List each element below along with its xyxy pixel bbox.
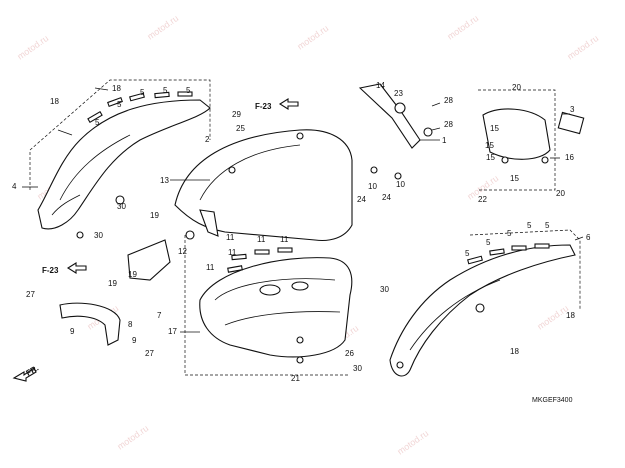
callout-5d: 5	[163, 86, 168, 95]
small-brackets	[59, 230, 195, 346]
ref-arrow-left: F-23	[42, 262, 87, 275]
watermark-text: motod.ru	[115, 423, 150, 452]
callout-29: 29	[232, 110, 241, 119]
callout-12: 12	[178, 247, 187, 256]
strut-bracket-box	[29, 79, 211, 190]
right-strut-box	[469, 229, 581, 310]
callout-5b: 5	[117, 100, 122, 109]
callout-24a: 24	[357, 195, 366, 204]
left-fender-strut	[37, 91, 211, 239]
callout-10a: 10	[368, 182, 377, 191]
callout-16: 16	[565, 153, 574, 162]
callout-2: 2	[205, 135, 210, 144]
callout-5i: 5	[545, 221, 550, 230]
callout-18d: 18	[510, 347, 519, 356]
callout-17: 17	[168, 327, 177, 336]
callout-30d: 30	[353, 364, 362, 373]
callout-28b: 28	[444, 120, 453, 129]
callout-18c: 18	[566, 311, 575, 320]
inner-fender	[199, 247, 353, 364]
front-label: FR.	[25, 363, 41, 377]
callout-30c: 30	[380, 285, 389, 294]
callout-1: 1	[442, 136, 447, 145]
callout-13: 13	[160, 176, 169, 185]
callout-11c: 11	[280, 235, 289, 244]
callout-23: 23	[394, 89, 403, 98]
rear-fender	[174, 129, 353, 242]
callout-15d: 15	[510, 174, 519, 183]
ref-label: F-23	[42, 266, 59, 275]
callout-19c: 19	[128, 270, 137, 279]
ref-arrow-top: F-23	[255, 98, 299, 111]
callout-18b: 18	[50, 97, 59, 106]
callout-11d: 11	[228, 248, 237, 257]
callout-5c: 5	[140, 88, 145, 97]
callout-5a: 5	[95, 118, 100, 127]
watermark-text: motod.ru	[145, 13, 180, 42]
callout-15a: 15	[490, 124, 499, 133]
front-arrow: FR.	[12, 363, 41, 382]
watermark-text: motod.ru	[565, 33, 600, 62]
callout-20a: 20	[512, 83, 521, 92]
watermark-text: motod.ru	[15, 33, 50, 62]
callout-14: 14	[376, 81, 385, 90]
callout-27b: 27	[145, 349, 154, 358]
callout-4: 4	[12, 182, 17, 191]
callout-21: 21	[291, 374, 300, 383]
callout-20b: 20	[556, 189, 565, 198]
watermark-text: motod.ru	[295, 23, 330, 52]
right-fender-strut	[389, 243, 576, 377]
callout-11a: 11	[226, 233, 235, 242]
callout-24b: 24	[382, 193, 391, 202]
callout-18a: 18	[112, 84, 121, 93]
license-bracket	[358, 83, 433, 180]
callout-28a: 28	[444, 96, 453, 105]
tail-light	[482, 108, 585, 164]
callout-30a: 30	[117, 202, 126, 211]
callout-5e: 5	[186, 86, 191, 95]
callout-15b: 15	[485, 141, 494, 150]
watermark-text: motod.ru	[395, 428, 430, 457]
callout-7: 7	[157, 311, 162, 320]
callout-11e: 11	[206, 263, 215, 272]
callout-27a: 27	[26, 290, 35, 299]
callout-5j: 5	[465, 249, 470, 258]
callout-3: 3	[570, 105, 575, 114]
callout-5f: 5	[486, 238, 491, 247]
callout-8: 8	[128, 320, 133, 329]
callout-9a: 9	[70, 327, 75, 336]
callout-30b: 30	[94, 231, 103, 240]
watermark-text: motod.ru	[445, 13, 480, 42]
callout-9b: 9	[132, 336, 137, 345]
callout-10b: 10	[396, 180, 405, 189]
diagram-code: MKGEF3400	[532, 397, 573, 404]
ref-label: F-23	[255, 102, 272, 111]
tail-light-box	[478, 89, 556, 191]
callout-11b: 11	[257, 235, 266, 244]
callout-25: 25	[236, 124, 245, 133]
callout-19b: 19	[108, 279, 117, 288]
inner-fender-box	[184, 235, 350, 376]
callout-19a: 19	[150, 211, 159, 220]
callout-6: 6	[586, 233, 591, 242]
callout-22: 22	[478, 195, 487, 204]
callout-5g: 5	[507, 229, 512, 238]
callout-26: 26	[345, 349, 354, 358]
callout-15c: 15	[486, 153, 495, 162]
leader-lines	[22, 87, 584, 333]
callout-5h: 5	[527, 221, 532, 230]
callout-numbers: 1 2 3 4 5 5 5 5 5 5 5 5 5 5 6 7 8 9 9 10…	[12, 81, 591, 383]
